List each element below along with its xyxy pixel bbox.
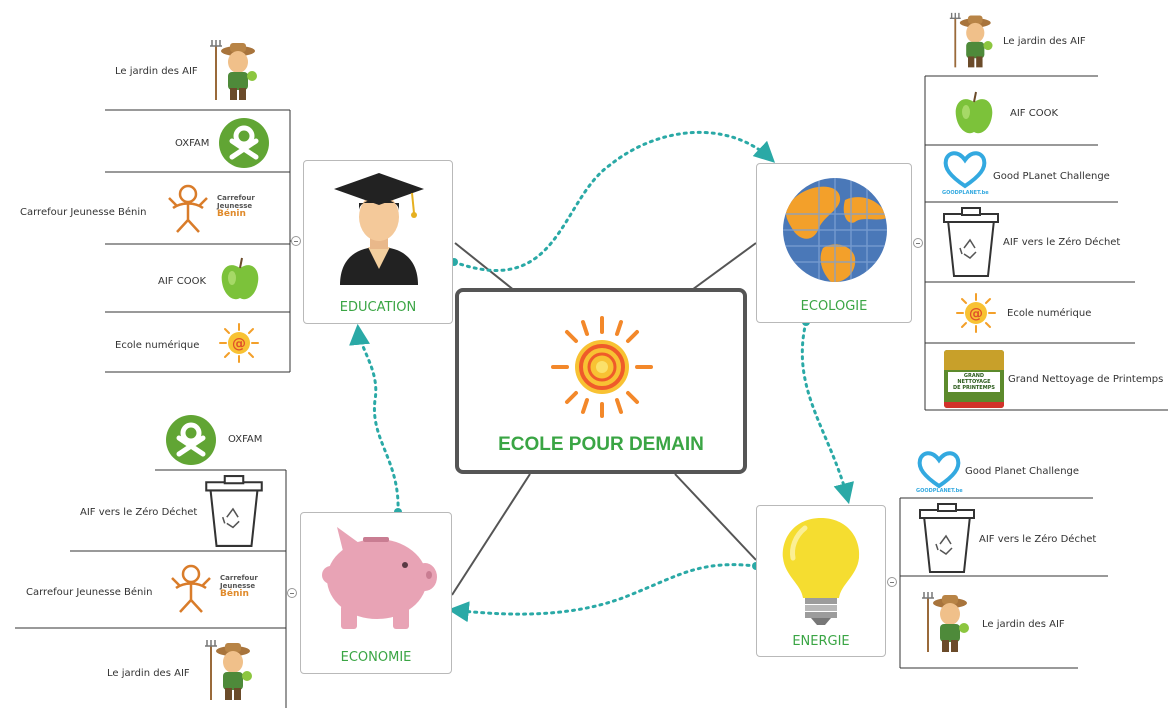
leaf-label: OXFAM: [175, 138, 210, 149]
collapse-toggle-economie[interactable]: [287, 588, 297, 598]
grand-nettoyage-text: DE PRINTEMPS: [953, 385, 995, 391]
at-sun-icon: @: [956, 293, 996, 333]
leaf-label: Le jardin des AIF: [115, 66, 198, 77]
at-sun-icon: @: [219, 323, 259, 363]
carrefour-logo-text: Jeunesse: [220, 582, 256, 590]
topic-ecologie[interactable]: ECOLOGIE: [756, 163, 912, 323]
leaf-lines-economie: [15, 469, 287, 708]
goodplanet-heart-icon: GOODPLANET.be: [916, 450, 963, 498]
leaf-label: AIF COOK: [158, 276, 207, 287]
relationship-arrows: [349, 131, 854, 623]
carrefour-logo-text: Bénin: [217, 209, 246, 219]
gardener-icon: [205, 640, 252, 700]
branch-line-energie: [674, 473, 757, 561]
recycle-bin-icon: [919, 503, 975, 573]
apple-icon: [955, 91, 993, 134]
gardener-icon: [949, 12, 993, 68]
oxfam-logo-icon: [219, 118, 269, 168]
svg-text:@: @: [232, 336, 246, 352]
central-topic[interactable]: ECOLE POUR DEMAIN: [455, 288, 747, 474]
leaf-label: Carrefour Jeunesse Bénin: [20, 207, 147, 218]
carrefour-logo-text: Bénin: [220, 589, 249, 599]
topic-energie[interactable]: ENERGIE: [756, 505, 886, 657]
carrefour-logo-text: Jeunesse: [217, 202, 253, 210]
leaf-label: OXFAM: [228, 434, 263, 445]
piggy-bank-icon: [322, 527, 437, 629]
leaf-lines-ecologie: [924, 75, 1168, 411]
carrefour-jeunesse-logo-icon: Carrefour Jeunesse Bénin: [166, 560, 276, 620]
goodplanet-logo-text: GOODPLANET.be: [942, 190, 989, 196]
topic-energie-label: ENERGIE: [792, 634, 850, 649]
leaf-label: AIF COOK: [1010, 108, 1059, 119]
relation-ecologie-energie: [800, 320, 854, 505]
gardener-icon: [210, 40, 257, 100]
topic-economie-label: ECONOMIE: [340, 650, 412, 665]
svg-text:@: @: [969, 306, 983, 322]
globe-icon: [783, 178, 887, 282]
goodplanet-heart-icon: GOODPLANET.be: [942, 150, 989, 200]
topic-economie[interactable]: ECONOMIE: [300, 512, 452, 674]
leaf-label: Le jardin des AIF: [107, 668, 190, 679]
relation-education-ecologie: [452, 131, 776, 272]
leaf-label: AIF vers le Zéro Déchet: [80, 507, 198, 518]
branch-line-ecologie: [684, 242, 757, 296]
relation-economie-education: [349, 323, 400, 514]
leaf-label: AIF vers le Zéro Déchet: [979, 534, 1097, 545]
leaf-label: Ecole numérique: [1007, 308, 1092, 319]
gardener-icon: [922, 592, 969, 652]
central-topic-title: ECOLE POUR DEMAIN: [498, 434, 704, 455]
carrefour-jeunesse-logo-icon: Carrefour Jeunesse Bénin: [163, 180, 273, 240]
goodplanet-logo-text: GOODPLANET.be: [916, 488, 963, 494]
grand-nettoyage-text: NETTOYAGE: [957, 379, 991, 385]
recycle-bin-icon: [943, 207, 999, 277]
leaf-label: Ecole numérique: [115, 340, 200, 351]
leaf-label: Good PLanet Challenge: [993, 171, 1110, 182]
recycle-bin-icon: [205, 475, 263, 547]
leaf-label: Carrefour Jeunesse Bénin: [26, 587, 153, 598]
leaf-lines-energie: [899, 497, 1108, 669]
leaf-label: Good Planet Challenge: [965, 466, 1080, 477]
oxfam-logo-icon: [166, 415, 216, 465]
grand-nettoyage-poster-icon: GRAND NETTOYAGE DE PRINTEMPS: [944, 350, 1004, 408]
topic-education-label: EDUCATION: [339, 300, 417, 315]
topic-education[interactable]: EDUCATION: [303, 160, 453, 324]
leaf-label: Le jardin des AIF: [982, 619, 1065, 630]
relation-energie-economie: [447, 563, 758, 623]
grand-nettoyage-text: GRAND: [963, 373, 985, 379]
light-bulb-icon: [782, 518, 860, 625]
topic-ecologie-label: ECOLOGIE: [800, 299, 868, 314]
branch-line-economie: [451, 473, 531, 596]
carrefour-logo-text: Carrefour: [217, 194, 255, 202]
collapse-toggle-energie[interactable]: [887, 577, 897, 587]
graduate-icon: [334, 173, 424, 285]
leaf-label: Grand Nettoyage de Printemps: [1008, 374, 1164, 385]
collapse-toggle-ecologie[interactable]: [913, 238, 923, 248]
sun-icon: [551, 316, 653, 418]
apple-icon: [221, 257, 259, 300]
collapse-toggle-education[interactable]: [291, 236, 301, 246]
leaf-label: Le jardin des AIF: [1003, 36, 1086, 47]
leaf-label: AIF vers le Zéro Déchet: [1003, 237, 1121, 248]
carrefour-logo-text: Carrefour: [220, 574, 258, 582]
